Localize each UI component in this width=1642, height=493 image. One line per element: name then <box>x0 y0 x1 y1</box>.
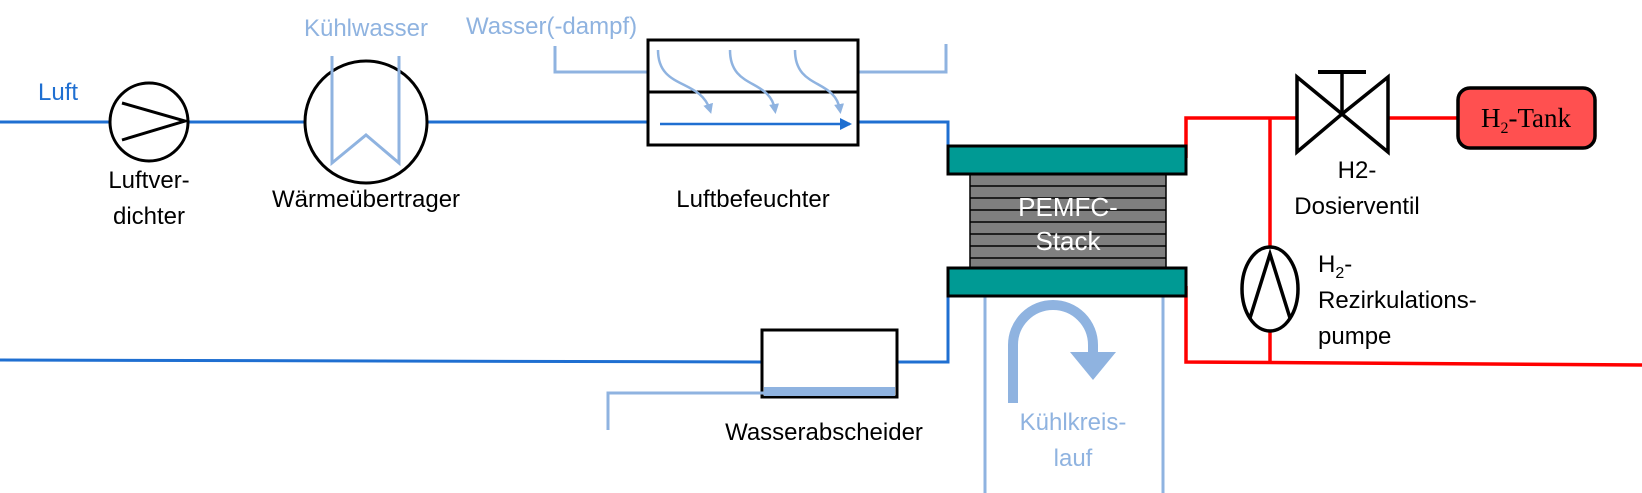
label-h2-tank: H2-Tank <box>1481 103 1572 137</box>
label-pumpe-line3: pumpe <box>1318 323 1391 350</box>
hydrogen-lines <box>1184 116 1642 367</box>
label-pumpe-line2: Rezirkulations- <box>1318 287 1477 314</box>
label-stack-line1: PEMFC- <box>1018 192 1118 222</box>
h2-rezirkulationspumpe <box>1240 245 1300 333</box>
label-dosierventil-line1: H2- <box>1338 157 1377 184</box>
label-waermeuebertrager: Wärmeübertrager <box>272 186 460 213</box>
luftbefeuchter <box>553 38 948 147</box>
label-luftverdichter-line1: Luftver- <box>108 167 189 194</box>
pemfc-stack <box>946 144 1188 298</box>
h2-dosierventil <box>1295 70 1390 156</box>
label-kuehlkreislauf-line2: lauf <box>1054 445 1093 472</box>
label-kuehlwasser: Kühlwasser <box>304 15 428 42</box>
luftverdichter <box>108 81 191 163</box>
label-kuehlkreislauf-line1: Kühlkreis- <box>1020 409 1127 436</box>
label-stack-line2: Stack <box>1035 226 1101 256</box>
label-wasserabscheider: Wasserabscheider <box>725 419 923 446</box>
label-luftbefeuchter: Luftbefeuchter <box>676 186 829 213</box>
label-luftverdichter-line2: dichter <box>113 203 185 230</box>
label-pumpe-line1: H2- <box>1318 251 1352 282</box>
label-luft: Luft <box>38 79 78 106</box>
air-exhaust-line <box>0 290 950 364</box>
label-wasserdampf: Wasser(-dampf) <box>466 13 637 40</box>
label-dosierventil-line2: Dosierventil <box>1294 193 1419 220</box>
wasserabscheider <box>606 328 899 430</box>
h2-tank <box>1456 86 1597 150</box>
kuehlkreislauf <box>983 292 1165 493</box>
waermeuebertrager <box>303 56 429 185</box>
